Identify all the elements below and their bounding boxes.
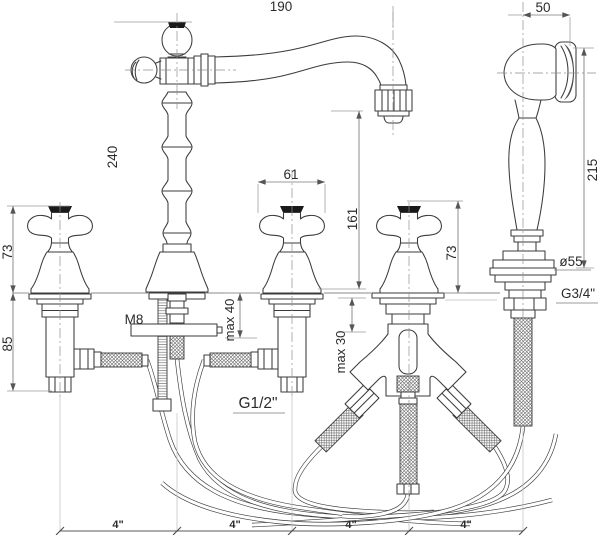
- g12-label: G1/2": [238, 395, 277, 412]
- dim-190-label: 190: [270, 0, 293, 14]
- label-g34: G3/4": [556, 286, 598, 304]
- middle-valve-outlet: [203, 348, 279, 370]
- spout-column: [161, 91, 193, 245]
- dim-190: 190: [270, 0, 394, 28]
- dim-73-right: 73: [407, 200, 466, 294]
- dim-85: 85: [0, 293, 52, 392]
- middle-valve: [203, 205, 325, 393]
- label-g12: G1/2": [233, 395, 285, 414]
- diverter-right-branch: [436, 383, 502, 453]
- dim-61-label: 61: [283, 167, 298, 182]
- dim-max30: max 30: [333, 297, 366, 374]
- dim-50: 50: [508, 0, 571, 46]
- g34-label: G3/4": [561, 286, 595, 301]
- diverter-left-branch: [314, 383, 380, 453]
- handshower-head: [503, 41, 577, 119]
- m8-label: M8: [125, 312, 144, 327]
- shower-hose-braid: [513, 317, 533, 427]
- mounting-bracket: [130, 323, 218, 337]
- dim-61: 61: [257, 167, 326, 213]
- handshower: [489, 41, 577, 427]
- label-dia55: ø55: [554, 254, 591, 271]
- dim-85-label: 85: [0, 336, 15, 351]
- spout-bell-base: [145, 243, 209, 293]
- dim-215: 215: [573, 47, 600, 269]
- flex-hoses: [144, 358, 559, 528]
- diverter-body: [349, 292, 467, 405]
- spacing-label-3: 4": [345, 519, 356, 531]
- diverter-center-hose: [396, 403, 420, 495]
- spout-arm: [193, 35, 413, 124]
- spout-body: [130, 22, 195, 85]
- spacing-label-1: 4": [112, 519, 123, 531]
- label-m8: M8: [125, 312, 144, 327]
- dim-161-label: 161: [345, 208, 360, 231]
- dim-73-right-label: 73: [444, 245, 459, 260]
- dim-50-label: 50: [535, 0, 550, 15]
- dim-161: 161: [318, 110, 366, 290]
- centerlines: [59, 2, 596, 500]
- diverter-valve: [314, 205, 502, 495]
- spacing-label-2: 4": [229, 519, 240, 531]
- dim-max30-label: max 30: [333, 331, 348, 374]
- dim-215-label: 215: [585, 159, 600, 182]
- left-valve: [27, 205, 149, 393]
- dim-240: 240: [105, 21, 192, 169]
- dim-240-label: 240: [105, 146, 120, 169]
- dim-max40: max 40: [222, 292, 257, 342]
- dim-73-left: 73: [0, 205, 70, 293]
- handshower-handle: [508, 117, 546, 252]
- spacing-label-4: 4": [460, 519, 471, 531]
- finial-cap: [168, 22, 186, 28]
- left-valve-outlet: [73, 348, 149, 370]
- spout-outlet: [374, 84, 413, 124]
- spout-under-deck: [130, 292, 223, 412]
- dim-73-left-label: 73: [0, 244, 15, 259]
- dim-max40-label: max 40: [222, 299, 237, 342]
- dia55-label: ø55: [559, 254, 582, 269]
- dim-hole-spacing: 4" 4" 4" 4": [55, 394, 528, 535]
